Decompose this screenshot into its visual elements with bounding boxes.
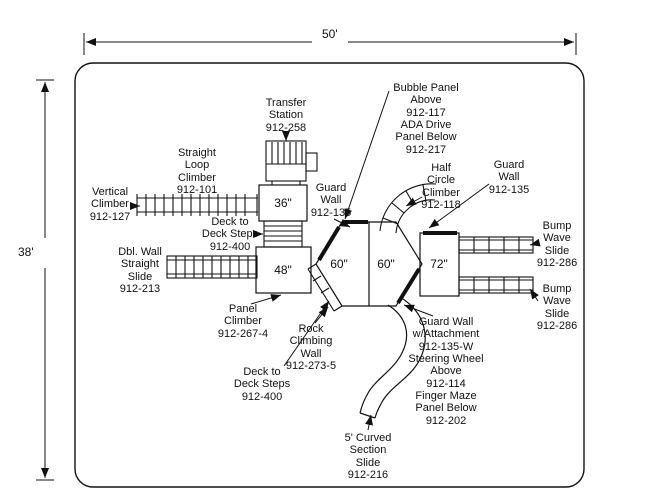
bump-wave-slide-top-shape [458, 236, 534, 254]
bump-wave-slide-bottom-shape [458, 276, 534, 294]
leader-guard-wall-right [428, 183, 490, 229]
leader-bump-top [529, 238, 541, 247]
label-deck-steps-top: Deck to Deck Steps 912-400 [201, 216, 259, 253]
leader-bump-bottom [529, 288, 539, 302]
dimension-line-38ft [36, 79, 54, 481]
label-dbl-wall-slide: Dbl. Wall Straight Slide 912-213 [118, 246, 162, 295]
leader-guard-wall-attach [403, 304, 434, 317]
leader-deck-steps-bottom [283, 300, 330, 367]
label-guard-wall-center: Guard Wall 912-135 [310, 182, 352, 219]
dim-width-label: 50' [322, 27, 338, 41]
leader-lines [130, 90, 541, 431]
rock-climbing-wall-shape [307, 263, 343, 312]
label-half-circle-climber: Half Circle Climber 912-118 [421, 162, 461, 211]
transfer-station-shape [265, 140, 318, 185]
leader-bubble-panel [344, 90, 390, 220]
label-vertical-climber: Vertical Climber 912-127 [89, 186, 131, 223]
leader-panel-climber [250, 294, 282, 305]
straight-loop-climber-shape [136, 194, 258, 216]
deck-60-right-label: 60" [377, 257, 395, 271]
deck-72-label: 72" [430, 257, 448, 271]
deck-48-label: 48" [274, 263, 292, 277]
leader-rock-wall [314, 306, 329, 324]
leader-half-circle [405, 196, 423, 207]
deck-48-shape [255, 246, 312, 294]
label-rock-climbing-wall: Rock Climbing Wall 912-273-5 [285, 323, 337, 372]
label-bump-wave-slide-top: Bump Wave Slide 912-286 [536, 220, 578, 269]
label-guard-wall-attachment: Guard Wall w/Attachment 912-135-W Steeri… [408, 316, 484, 427]
dbl-wall-slide-shape [166, 255, 258, 279]
label-bump-wave-slide-bottom: Bump Wave Slide 912-286 [536, 283, 578, 332]
leader-guard-wall-center [333, 218, 351, 228]
label-deck-steps-bottom: Deck to Deck Steps 912-400 [233, 366, 291, 403]
play-area-boundary [74, 62, 585, 488]
label-straight-loop-climber: Straight Loop Climber 912-101 [176, 147, 218, 196]
leader-curved-slide [365, 414, 373, 431]
label-panel-climber: Panel Climber 912-267-4 [217, 303, 269, 340]
deck-36-label: 36" [274, 196, 292, 210]
deck-steps-top-shape [263, 220, 303, 248]
label-curved-slide: 5' Curved Section Slide 912-216 [344, 432, 392, 481]
dimension-line-50ft [83, 33, 577, 55]
dim-height-label: 38' [18, 245, 34, 259]
deck-60-left-label: 60" [330, 257, 348, 271]
label-guard-wall-right: Guard Wall 912-135 [488, 159, 530, 196]
label-bubble-panel: Bubble Panel Above 912-117 ADA Drive Pan… [393, 82, 459, 156]
guard-wall-segments [317, 220, 457, 305]
label-transfer-station: Transfer Station 912-258 [265, 97, 307, 134]
half-circle-climber-shape [379, 183, 437, 234]
